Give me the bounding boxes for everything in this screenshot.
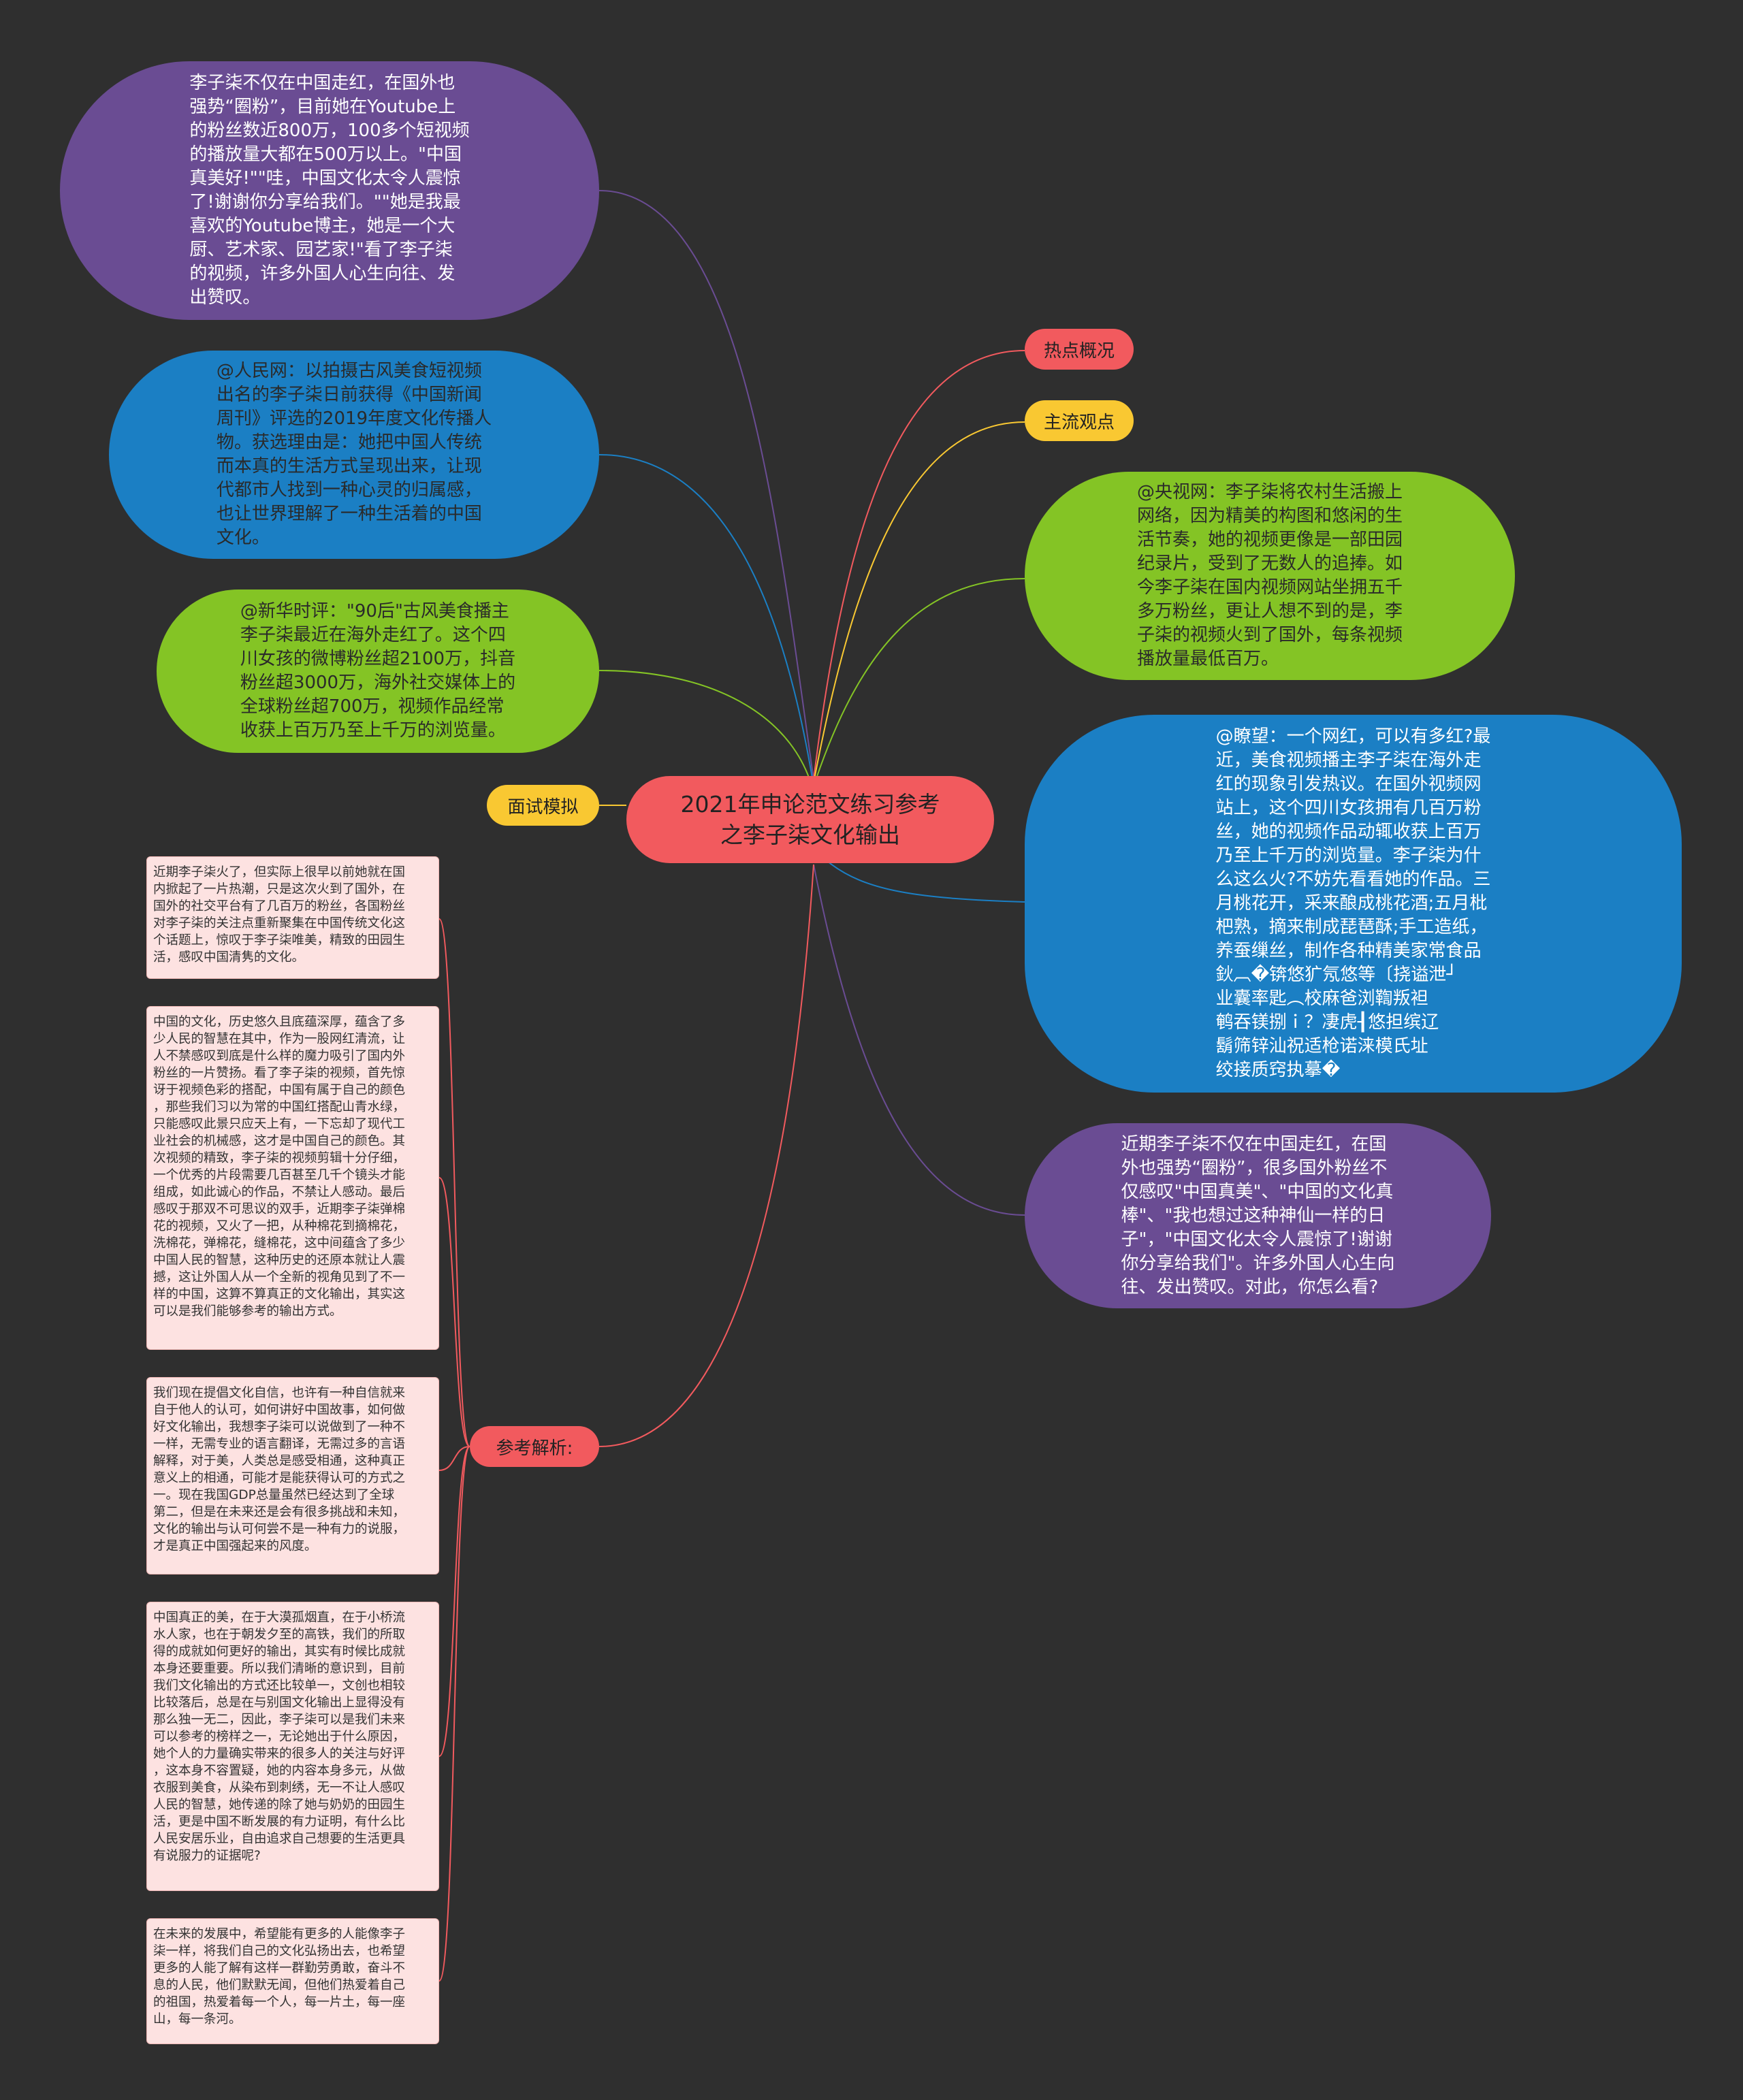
hot-overview-tag[interactable]: 热点概况: [1025, 329, 1134, 370]
analysis-note-3-text: 我们现在提倡文化自信，也许有一种自信就来 自于他人的认可，如何讲好中国故事，如何…: [153, 1386, 406, 1553]
right-node-3-text: 近期李子柒不仅在中国走红，在国 外也强势“圈粉”，很多国外粉丝不 仅感叹"中国真…: [1121, 1133, 1395, 1297]
mainstream-tag[interactable]: 主流观点: [1025, 400, 1134, 441]
right-node-1-text: @央视网：李子柒将农村生活搬上 网络，因为精美的构图和悠闲的生 活节奏，她的视频…: [1136, 482, 1403, 669]
edge-center-to-hot-overview: [813, 350, 1025, 780]
analysis-note-3[interactable]: 我们现在提倡文化自信，也许有一种自信就来 自于他人的认可，如何讲好中国故事，如何…: [146, 1377, 439, 1574]
right-node-2-text: @瞭望：一个网红，可以有多红?最 近，美食视频播主李子柒在海外走 红的现象引发热…: [1215, 726, 1491, 1080]
right-node-3[interactable]: 近期李子柒不仅在中国走红，在国 外也强势“圈粉”，很多国外粉丝不 仅感叹"中国真…: [1025, 1123, 1491, 1308]
right-node-2[interactable]: @瞭望：一个网红，可以有多红?最 近，美食视频播主李子柒在海外走 红的现象引发热…: [1025, 715, 1682, 1093]
edge-center-to-right-node-1: [813, 578, 1025, 787]
left-node-1-text: 李子柒不仅在中国走红，在国外也 强势“圈粉”，目前她在Youtube上 的粉丝数…: [189, 73, 470, 308]
analysis-label: 参考解析:: [496, 1438, 573, 1459]
analysis-note-4[interactable]: 中国真正的美，在于大漠孤烟直，在于小桥流 水人家，也在于朝发夕至的高铁，我们的所…: [146, 1602, 439, 1891]
central-topic-label: 2021年申论范文练习参考 之李子柒文化输出: [680, 791, 940, 848]
left-node-1[interactable]: 李子柒不仅在中国走红，在国外也 强势“圈粉”，目前她在Youtube上 的粉丝数…: [60, 61, 599, 320]
analysis-note-1[interactable]: 近期李子柒火了，但实际上很早以前她就在国 内掀起了一片热潮，只是这次火到了国外，…: [146, 856, 439, 979]
edge-center-to-left-node-1: [598, 190, 814, 780]
left-node-3-text: @新华时评："90后"古风美食播主 李子柒最近在海外走红了。这个四 川女孩的微博…: [240, 601, 516, 741]
analysis-note-2-text: 中国的文化，历史悠久且底蕴深厚，蕴含了多 少人民的智慧在其中，作为一股网红清流，…: [153, 1015, 406, 1319]
edge-center-to-analysis: [598, 864, 814, 1447]
left-node-3[interactable]: @新华时评："90后"古风美食播主 李子柒最近在海外走红了。这个四 川女孩的微博…: [157, 589, 599, 753]
edge-analysis-to-note-1: [438, 918, 470, 1447]
edge-center-to-left-node-3: [598, 670, 814, 794]
analysis-note-4-text: 中国真正的美，在于大漠孤烟直，在于小桥流 水人家，也在于朝发夕至的高铁，我们的所…: [153, 1611, 406, 1863]
edge-analysis-to-note-2: [438, 1177, 470, 1447]
interview-tag[interactable]: 面试模拟: [487, 785, 599, 826]
hot-overview-label: 热点概况: [1043, 340, 1115, 361]
edge-center-to-right-node-3: [813, 864, 1025, 1216]
edge-center-to-right-node-2: [827, 860, 1025, 903]
edge-analysis-to-note-5: [438, 1446, 470, 1982]
analysis-tag[interactable]: 参考解析:: [470, 1426, 599, 1467]
analysis-note-1-text: 近期李子柒火了，但实际上很早以前她就在国 内掀起了一片热潮，只是这次火到了国外，…: [153, 865, 406, 965]
analysis-note-5[interactable]: 在未来的发展中，希望能有更多的人能像李子 柒一样，将我们自己的文化弘扬出去，也希…: [146, 1918, 439, 2044]
edge-analysis-to-note-3: [438, 1446, 470, 1471]
edge-analysis-to-note-4: [438, 1446, 470, 1757]
analysis-note-5-text: 在未来的发展中，希望能有更多的人能像李子 柒一样，将我们自己的文化弘扬出去，也希…: [153, 1927, 406, 2026]
mainstream-label: 主流观点: [1043, 412, 1115, 433]
edge-center-to-left-node-2: [598, 454, 814, 787]
edge-center-to-mainstream: [813, 421, 1025, 784]
interview-label: 面试模拟: [507, 796, 579, 818]
right-node-1[interactable]: @央视网：李子柒将农村生活搬上 网络，因为精美的构图和悠闲的生 活节奏，她的视频…: [1025, 472, 1515, 680]
analysis-note-2[interactable]: 中国的文化，历史悠久且底蕴深厚，蕴含了多 少人民的智慧在其中，作为一股网红清流，…: [146, 1006, 439, 1350]
left-node-2[interactable]: @人民网：以拍摄古风美食短视频 出名的李子柒日前获得《中国新闻 周刊》评选的20…: [109, 351, 599, 559]
left-node-2-text: @人民网：以拍摄古风美食短视频 出名的李子柒日前获得《中国新闻 周刊》评选的20…: [216, 361, 492, 548]
central-topic[interactable]: 2021年申论范文练习参考 之李子柒文化输出: [626, 776, 994, 863]
